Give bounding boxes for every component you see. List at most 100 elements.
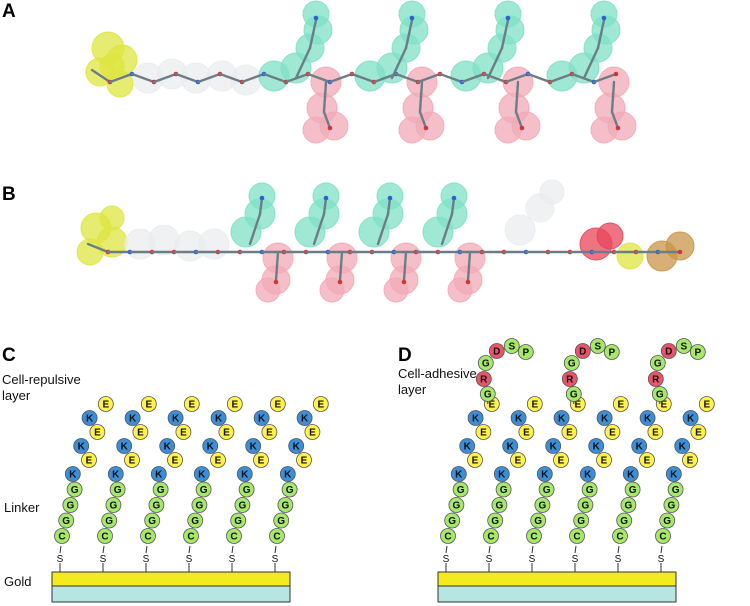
- svg-text:G: G: [539, 501, 547, 512]
- svg-text:G: G: [577, 516, 585, 527]
- residue-E: E: [89, 424, 106, 440]
- residue-K: K: [467, 410, 484, 426]
- svg-text:G: G: [286, 485, 294, 496]
- glutamate-sphere: [255, 277, 281, 303]
- svg-text:D: D: [579, 347, 586, 358]
- lysine-sphere: [590, 0, 618, 28]
- svg-text:G: G: [654, 359, 662, 370]
- svg-text:K: K: [670, 470, 678, 481]
- residue-G: G: [277, 497, 294, 513]
- sulfur-label: S: [615, 554, 622, 565]
- rgd-residue-G: G: [563, 355, 580, 371]
- svg-text:K: K: [498, 470, 506, 481]
- sulfur-label: S: [486, 554, 493, 565]
- residue-E: E: [81, 452, 97, 468]
- svg-text:C: C: [659, 532, 666, 543]
- svg-text:K: K: [215, 414, 223, 425]
- svg-text:K: K: [155, 470, 163, 481]
- residue-E: E: [561, 424, 578, 440]
- residue-G: G: [230, 512, 247, 529]
- svg-text:K: K: [593, 442, 601, 453]
- residue-E: E: [218, 424, 235, 440]
- svg-text:C: C: [187, 532, 194, 543]
- svg-text:K: K: [515, 414, 523, 425]
- svg-text:G: G: [277, 516, 285, 527]
- arginine-sphere: [539, 179, 565, 205]
- svg-text:E: E: [566, 428, 573, 439]
- svg-text:E: E: [531, 400, 538, 411]
- svg-text:K: K: [241, 470, 249, 481]
- svg-text:K: K: [601, 414, 609, 425]
- sulfur-label: S: [229, 554, 236, 565]
- aspartate-sphere: [596, 222, 624, 250]
- sulfur-label: S: [143, 554, 150, 565]
- residue-K: K: [253, 410, 270, 426]
- svg-text:G: G: [243, 485, 251, 496]
- residue-G: G: [573, 512, 590, 529]
- svg-text:C: C: [230, 532, 237, 543]
- svg-text:G: G: [71, 485, 79, 496]
- svg-text:K: K: [472, 414, 480, 425]
- residue-G: G: [620, 497, 637, 513]
- residue-C: C: [526, 528, 542, 544]
- residue-K: K: [493, 466, 510, 482]
- residue-G: G: [487, 512, 504, 529]
- residue-K: K: [124, 410, 141, 426]
- svg-text:G: G: [148, 516, 156, 527]
- lysine-sphere: [398, 0, 426, 28]
- residue-E: E: [518, 424, 535, 440]
- svg-text:G: G: [453, 501, 461, 512]
- residue-C: C: [183, 528, 199, 544]
- residue-K: K: [674, 438, 691, 454]
- residue-E: E: [210, 452, 226, 468]
- svg-text:E: E: [652, 428, 659, 439]
- residue-K: K: [459, 438, 476, 454]
- rgd-residue-G: G: [651, 386, 668, 402]
- rgd-residue-S: S: [503, 338, 520, 354]
- svg-text:R: R: [652, 375, 660, 386]
- svg-text:E: E: [609, 428, 616, 439]
- residue-C: C: [569, 528, 585, 544]
- svg-text:G: G: [620, 516, 628, 527]
- svg-text:E: E: [180, 428, 187, 439]
- svg-text:E: E: [523, 428, 530, 439]
- panel-d-gold-layer: [437, 571, 677, 587]
- rgd-residue-S: S: [589, 338, 606, 354]
- svg-text:E: E: [472, 456, 479, 467]
- svg-text:E: E: [274, 400, 281, 411]
- residue-E: E: [467, 452, 483, 468]
- residue-G: G: [273, 512, 290, 529]
- panel-c-substrate: [51, 585, 291, 603]
- residue-E: E: [226, 396, 243, 412]
- residue-K: K: [116, 438, 133, 454]
- svg-text:E: E: [480, 428, 487, 439]
- cell-repulsive-label-line2: layer: [2, 388, 31, 403]
- sulfur-label: S: [57, 554, 64, 565]
- residue-K: K: [631, 438, 648, 454]
- svg-text:C: C: [616, 532, 623, 543]
- residue-G: G: [616, 512, 633, 529]
- residue-G: G: [191, 497, 208, 513]
- svg-text:G: G: [157, 485, 165, 496]
- svg-text:G: G: [656, 390, 664, 401]
- residue-K: K: [64, 466, 81, 482]
- svg-text:G: G: [114, 485, 122, 496]
- residue-K: K: [236, 466, 253, 482]
- svg-text:C: C: [58, 532, 65, 543]
- sulfur-label: S: [572, 554, 579, 565]
- glutamate-sphere: [383, 277, 409, 303]
- svg-text:E: E: [309, 428, 316, 439]
- sulfur-label: S: [529, 554, 536, 565]
- cell-repulsive-label: Cell-repulsive: [2, 372, 81, 387]
- svg-text:C: C: [273, 532, 280, 543]
- svg-text:P: P: [608, 348, 615, 359]
- svg-text:G: G: [582, 501, 590, 512]
- cell-adhesive-label-line2: layer: [398, 382, 427, 397]
- svg-text:E: E: [601, 456, 608, 467]
- residue-G: G: [452, 481, 469, 498]
- svg-text:K: K: [198, 470, 206, 481]
